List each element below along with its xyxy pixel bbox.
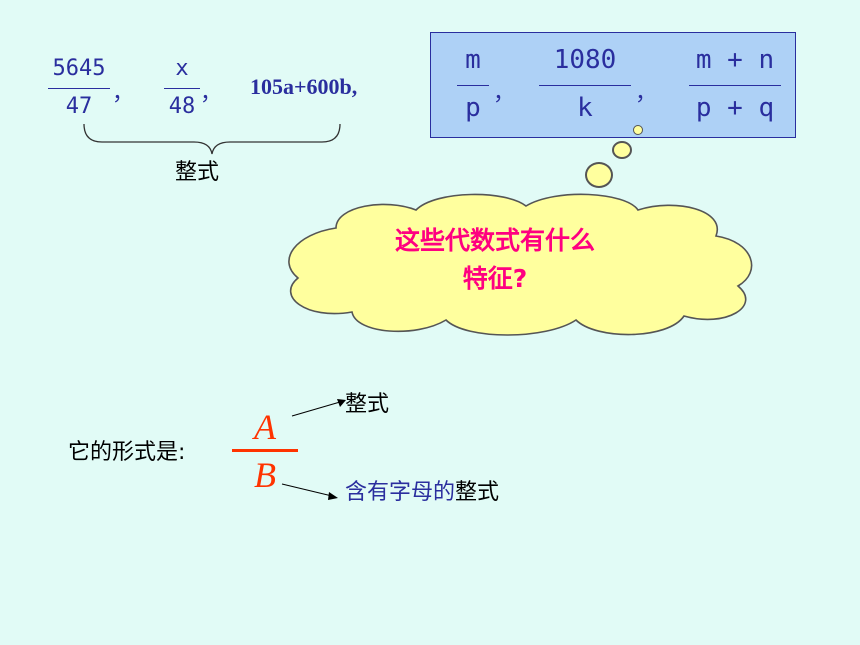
fraction-numerator: x [175,56,189,81]
fraction-denominator: p [465,93,481,123]
fraction-m-over-p: m p [453,41,493,131]
fraction-numerator: 1080 [553,45,617,75]
fraction-A-over-B: A B [230,406,300,496]
fraction-denominator: p + q [695,93,775,123]
fraction-1080-over-k: 1080 k [537,41,633,131]
fraction-denominator: k [577,93,593,123]
arrow-up-right-icon [291,399,346,417]
thought-bubble-large [585,162,613,188]
thought-bubble-medium [612,141,632,159]
fraction-numerator-A: A [254,407,276,447]
fraction-denominator: 47 [65,94,93,119]
cloud-shape-icon [288,193,753,336]
fraction-numerator: 5645 [52,56,106,81]
fraction-bar [539,85,631,86]
arrow-bottom-label-part2: 整式 [455,480,500,505]
comma: ， [200,80,223,105]
fraction-examples-box: m p ， 1080 k ， m + n p + q [430,32,796,138]
fraction-bar [48,88,110,89]
fraction-bar [164,88,200,89]
thought-bubble-small [633,125,643,135]
comma: ， [112,80,135,105]
fraction-5645-over-47: 5645 47 [46,56,112,126]
fraction-m-plus-n-over-p-plus-q: m + n p + q [687,41,783,131]
fraction-bar [689,85,781,86]
arrow-down-right-icon [281,483,338,500]
fraction-x-over-48: x 48 [162,56,202,126]
cloud-question: 这些代数式有什么 特征? [330,222,660,298]
fraction-bar [457,85,489,86]
arrow-bottom-label: 含有字母的整式 [345,474,499,506]
arrow-bottom-label-part1: 含有字母的 [345,480,456,505]
expression-105a-600b: 105a+600b, [250,74,358,99]
fraction-denominator-B: B [254,455,276,495]
form-prefix: 它的形式是: [68,440,186,465]
fraction-numerator: m + n [695,45,775,75]
comma: ， [493,80,516,105]
fraction-bar [232,449,298,452]
fraction-numerator: m [465,45,481,75]
brace-label-polynomial: 整式 [175,160,220,185]
cloud-question-line1: 这些代数式有什么 [394,226,595,255]
comma: ， [635,80,658,105]
cloud-question-line2: 特征? [462,264,528,293]
fraction-denominator: 48 [168,94,196,119]
arrow-top-label: 整式 [345,392,390,417]
curly-brace-icon [83,123,341,155]
